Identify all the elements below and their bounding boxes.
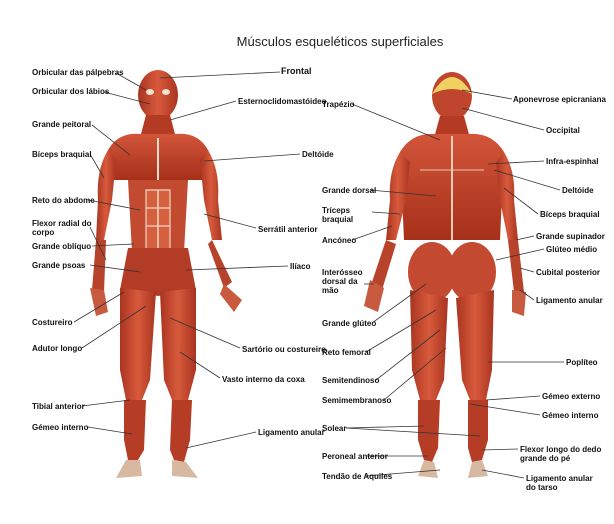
label-semitendinoso: Semitendinoso xyxy=(322,376,380,385)
front-left-arm xyxy=(96,150,116,240)
label-trapezio: Trapézio xyxy=(322,100,355,109)
diagram-title: Músculos esqueléticos superficiales xyxy=(236,34,444,49)
label-peroneal-anterior: Peroneal anterior xyxy=(322,452,388,461)
label-ligamento-anular-tarso: Ligamento anular do tarso xyxy=(526,474,593,492)
label-deltoide-front: Deltóide xyxy=(302,150,334,159)
front-head xyxy=(138,70,178,120)
label-flexor-longo: Flexor longo do dedo grande do pé xyxy=(520,445,602,463)
label-esternoclidomastoideo: Esternoclidomastóideo xyxy=(238,97,327,106)
label-aponevrose: Aponevrose epicraniana xyxy=(513,95,606,104)
front-left-shin xyxy=(124,400,146,460)
label-reto-femoral: Reto femoral xyxy=(322,348,371,357)
front-left-thigh xyxy=(120,288,156,400)
leader-lines xyxy=(73,71,564,479)
back-left-glute xyxy=(408,242,456,302)
label-deltoide-back: Deltóide xyxy=(562,186,594,195)
label-tibial-anterior: Tibial anterior xyxy=(32,402,85,411)
label-biceps-braquial-back: Bíceps braquial xyxy=(540,210,600,219)
label-adutor-longo: Adutor longo xyxy=(32,344,83,353)
label-gluteo-medio: Glúteo médio xyxy=(546,245,598,254)
label-gemeo-interno-front: Gémeo interno xyxy=(32,423,89,432)
label-tendao-aquiles: Tendão de Aquiles xyxy=(322,472,393,481)
front-neck xyxy=(140,115,176,138)
label-anconeo: Ancóneo xyxy=(322,236,357,245)
label-ligamento-anular-back: Ligamento anular xyxy=(536,296,603,305)
label-cubital-posterior: Cubital posterior xyxy=(536,268,601,277)
label-triceps-braquial: Tríceps braquial xyxy=(322,206,354,224)
label-sartorio: Sartório ou costureiro xyxy=(242,345,327,354)
back-left-calf xyxy=(418,400,440,462)
label-ligamento-anular-front: Ligamento anular xyxy=(258,428,325,437)
label-orbicular-labios: Orbicular dos lábios xyxy=(32,87,110,96)
label-grande-psoas: Grande psoas xyxy=(32,261,86,270)
label-vasto-interno: Vasto interno da coxa xyxy=(222,375,305,384)
front-right-thigh xyxy=(160,288,196,400)
label-flexor-radial: Flexor radial do corpo xyxy=(32,219,92,237)
label-grande-gluteo: Grande glúteo xyxy=(322,319,377,328)
label-semimembranoso: Semimembranoso xyxy=(322,396,392,405)
label-costureiro: Costureiro xyxy=(32,318,73,327)
back-left-thigh xyxy=(410,290,448,400)
label-gemeo-interno-back: Gémeo interno xyxy=(542,411,599,420)
label-solear: Solear xyxy=(322,424,347,433)
label-frontal: Frontal xyxy=(281,66,312,76)
label-grande-dorsal: Grande dorsal xyxy=(322,186,377,195)
label-interosseo-dorsal: Interósseo dorsal da mão xyxy=(322,268,363,295)
label-biceps-braquial-front: Bíceps braquial xyxy=(32,150,92,159)
back-neck xyxy=(434,116,470,138)
label-grande-obliquo: Grande oblíquo xyxy=(32,242,92,251)
back-right-arm xyxy=(496,152,518,240)
back-right-thigh xyxy=(456,290,494,400)
front-right-arm xyxy=(200,150,222,240)
label-iliaco: Ilíaco xyxy=(290,262,311,271)
front-right-shin xyxy=(170,400,192,462)
label-grande-supinador: Grande supinador xyxy=(536,232,605,241)
front-body-figure xyxy=(90,70,242,478)
back-left-arm xyxy=(386,152,410,240)
front-pelvis xyxy=(120,248,196,296)
back-body-figure xyxy=(364,72,526,478)
label-popliteo: Poplíteo xyxy=(566,358,598,367)
label-gemeo-externo: Gémeo externo xyxy=(542,392,601,401)
label-occipital: Occipital xyxy=(546,126,580,135)
label-serratil-anterior: Serrátil anterior xyxy=(258,225,318,234)
label-grande-peitoral: Grande peitoral xyxy=(32,120,92,129)
label-orbicular-palpebras: Orbicular das pálpebras xyxy=(32,68,124,77)
back-right-glute xyxy=(448,242,496,302)
label-infra-espinhal: Infra-espinhal xyxy=(546,157,599,166)
back-right-calf xyxy=(468,400,488,462)
label-reto-abdome: Reto do abdome xyxy=(32,196,95,205)
back-hair xyxy=(432,77,472,94)
